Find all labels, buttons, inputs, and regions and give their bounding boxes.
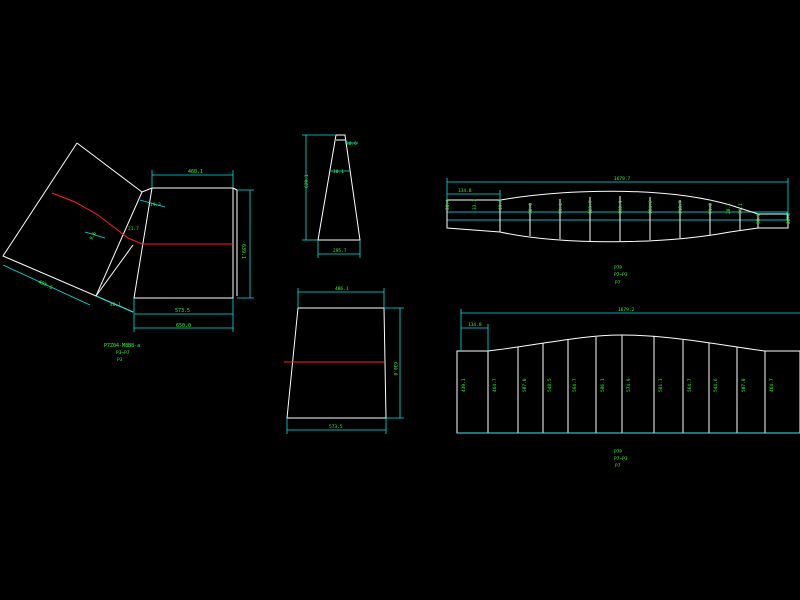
dim-a-small-c: 21.7	[128, 226, 139, 232]
dim-c-bottom: 573.5	[329, 424, 343, 430]
panel-height-label-e: 564.7	[572, 378, 578, 392]
dim-b-mid: 10.1	[333, 169, 344, 175]
panel-height-label-e: 464.7	[769, 378, 775, 392]
dim-d-left-h1: 20.4	[445, 199, 451, 210]
dim-c-right: 630.8	[392, 362, 398, 376]
centerline-band-d	[446, 211, 788, 221]
station-label-d: 20.1	[726, 203, 732, 214]
dim-a-top: 460.1	[188, 169, 203, 175]
panel-height-label-e: 507.0	[741, 378, 747, 392]
wave-outline-e	[456, 334, 800, 434]
panel-height-label-e: 464.7	[492, 378, 498, 392]
trapezoid-c-outline	[286, 307, 387, 419]
dimensions-d	[446, 178, 789, 214]
drawing-c: 486.1 630.8 573.5	[284, 286, 404, 434]
dim-a-bottom-outer: 650.0	[176, 323, 191, 329]
dim-d-first: 134.8	[458, 188, 472, 194]
drawing-d-title: P7P	[614, 265, 622, 271]
dim-d-left-h3: 49.3	[498, 199, 504, 210]
drawing-e-title: P7P	[614, 449, 622, 455]
drawing-a-title: P7Z04-M8B8-a	[104, 343, 140, 349]
panel-lines-e	[456, 335, 766, 433]
dim-a-small-a: 19.3	[150, 202, 161, 208]
station-label-d: 91.2	[708, 203, 714, 214]
dim-d-left-h2: 33.3	[472, 199, 478, 210]
panel-height-label-e: 507.0	[522, 378, 528, 392]
dim-a-right: 639.1	[240, 244, 246, 259]
station-label-d: 123.7	[588, 200, 594, 214]
panel-height-label-e: 544.6	[713, 378, 719, 392]
drawing-d-subtitle: P7~P3	[614, 272, 628, 278]
panel-labels-e: 439.1 464.7 507.0 548.5 564.7 586.1 574.9 581.3…	[461, 378, 775, 392]
dim-c-top: 486.1	[335, 286, 349, 292]
station-label-d: 124.6	[648, 200, 654, 214]
dim-d-overall: 1679.7	[614, 176, 631, 182]
panel-height-label-e: 548.5	[547, 378, 553, 392]
lens-outline-d	[446, 190, 789, 243]
dim-a-bottom-inner: 573.5	[175, 308, 190, 314]
dim-d-right-h2: 20.4	[786, 213, 792, 224]
drawing-e-subtitle: P7~P3	[614, 456, 628, 462]
cut-line-a	[51, 192, 233, 245]
stations-d	[529, 196, 741, 241]
dimensions-a	[2, 170, 254, 332]
station-labels-d: 52.4 91.4 123.7 130.9 124.6 118.7 91.2 51.1 20.1	[528, 200, 744, 214]
dim-a-small-d: 40.1	[110, 302, 121, 308]
drawing-a-subtitle: P3~P7	[116, 350, 130, 356]
station-label-d: 91.4	[558, 203, 564, 214]
drawing-a: 460.1 639.1 573.5 650.0 405.6 19.3 9.6 2…	[2, 142, 254, 363]
dimensions-b	[302, 134, 361, 258]
station-label-d: 118.7	[678, 200, 684, 214]
dimensions-c	[286, 288, 404, 434]
drawing-e: 1679.2 134.8 439.1 464.7 507.0 548.5 564.7 58…	[456, 307, 800, 469]
drawing-d-note: P7	[615, 280, 621, 286]
trapezoid-b-outline	[317, 134, 361, 241]
dimensions-e	[457, 309, 800, 434]
panel-height-label-e: 574.9	[626, 378, 632, 392]
station-label-d: 52.4	[528, 203, 534, 214]
drawing-d: 1679.7 134.8 20.4 33.3 49.3 52.4 91.4 123.…	[445, 176, 792, 286]
dim-e-first: 134.8	[468, 322, 482, 328]
panel-height-label-e: 586.1	[600, 378, 606, 392]
drawing-e-note: P7	[615, 463, 621, 469]
panel-height-label-e: 439.1	[461, 378, 467, 392]
dim-b-left: 629.1	[304, 174, 310, 188]
dim-a-slant: 405.6	[37, 279, 53, 291]
dim-d-right-h1: 33.2	[756, 213, 762, 224]
panel-height-label-e: 581.3	[658, 378, 664, 392]
drawing-b: 20.6 629.1 295.7 10.1	[302, 134, 361, 258]
station-label-d: 51.1	[738, 203, 744, 214]
dim-a-small-b: 9.6	[89, 231, 98, 241]
straight-panel-outline	[133, 187, 234, 299]
dim-b-top: 20.6	[346, 141, 357, 147]
rotated-panel-outline	[2, 142, 143, 297]
station-label-d: 130.9	[618, 200, 624, 214]
dim-e-overall: 1679.2	[618, 307, 635, 313]
drawing-a-note: P3	[117, 357, 123, 363]
panel-height-label-e: 564.7	[687, 378, 693, 392]
dim-b-bottom: 295.7	[333, 248, 347, 254]
